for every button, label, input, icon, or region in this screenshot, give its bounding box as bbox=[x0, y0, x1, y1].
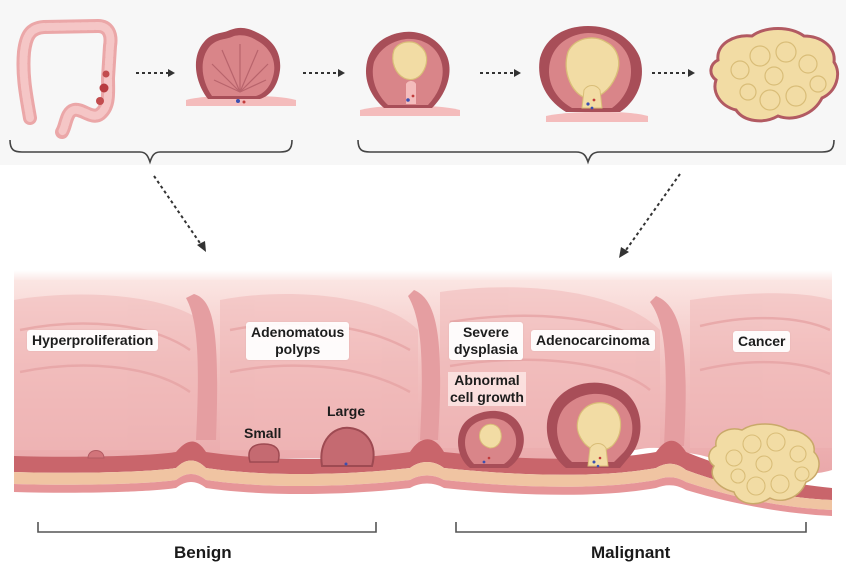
small-polyp bbox=[249, 444, 279, 462]
bottom-braces bbox=[38, 522, 806, 532]
label-abnormal-cell-growth: Abnormal cell growth bbox=[448, 372, 526, 406]
label-large: Large bbox=[327, 403, 365, 420]
label-adenomatous-polyps: Adenomatous polyps bbox=[246, 322, 349, 360]
adenocarcinoma-polyp bbox=[547, 383, 641, 468]
label-severe-dysplasia: Severe dysplasia bbox=[449, 322, 523, 360]
connector-arrows bbox=[154, 174, 680, 258]
label-hyperproliferation: Hyperproliferation bbox=[27, 330, 158, 351]
colon-cross-section bbox=[14, 270, 832, 516]
label-malignant: Malignant bbox=[591, 543, 670, 563]
label-adenocarcinoma: Adenocarcinoma bbox=[531, 330, 655, 351]
label-small: Small bbox=[244, 425, 281, 442]
label-benign: Benign bbox=[174, 543, 232, 563]
top-row bbox=[0, 0, 846, 165]
label-cancer: Cancer bbox=[733, 331, 790, 352]
